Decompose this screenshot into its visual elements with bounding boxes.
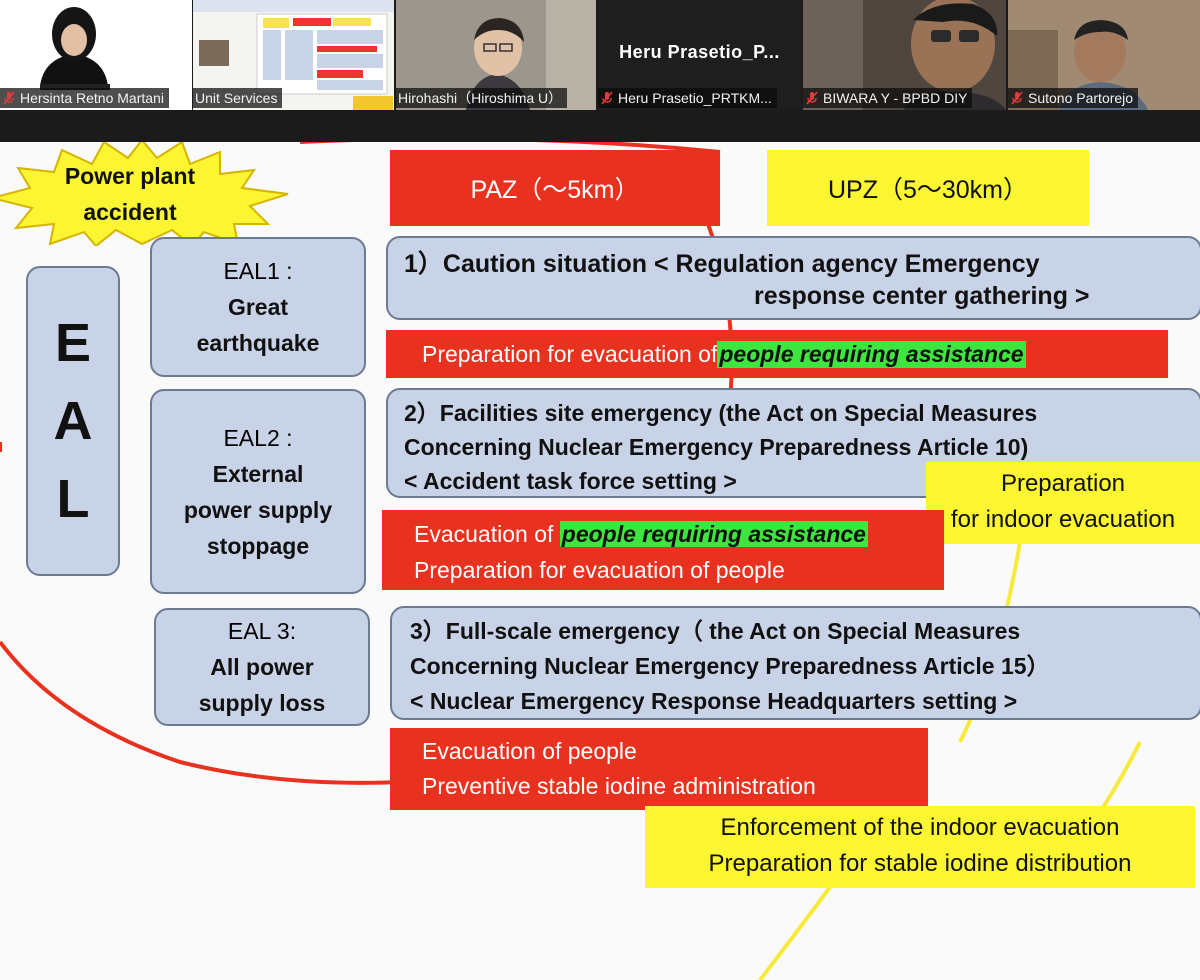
participant-tile[interactable]: Unit Services bbox=[193, 0, 394, 110]
participant-name-label: BIWARA Y - BPBD DIY bbox=[803, 88, 973, 108]
shared-screen-thumbnail bbox=[193, 0, 394, 110]
upz-action-1-box: Preparation for indoor evacuation bbox=[926, 462, 1200, 544]
eal1-box: EAL1 : Great earthquake bbox=[150, 237, 366, 377]
starburst-title: Power plant accident bbox=[64, 163, 196, 225]
mic-muted-icon bbox=[1011, 91, 1023, 105]
action-3-box: Evacuation of people Preventive stable i… bbox=[390, 728, 928, 810]
eal3-box: EAL 3: All power supply loss bbox=[154, 608, 370, 726]
participant-strip: Hersinta Retno Martani Unit Services bbox=[0, 0, 1200, 112]
accident-starburst bbox=[0, 142, 289, 246]
participant-name-label: Sutono Partorejo bbox=[1008, 88, 1139, 108]
shared-slide: Power plant accident PAZ（〜5km） UPZ（5〜30k… bbox=[0, 142, 1200, 980]
participant-tile[interactable]: Hirohashi（Hiroshima U） bbox=[396, 0, 596, 110]
upz-zone-header: UPZ（5〜30km） bbox=[767, 150, 1089, 226]
action-1-box: Preparation for evacuation of people req… bbox=[386, 330, 1168, 378]
upz-action-2-box: Enforcement of the indoor evacuation Pre… bbox=[645, 806, 1195, 888]
participant-name-label: Hersinta Retno Martani bbox=[0, 88, 169, 108]
participant-name-label: Unit Services bbox=[193, 88, 283, 108]
mic-muted-icon bbox=[806, 91, 818, 105]
mic-muted-icon bbox=[601, 91, 613, 105]
participant-tile[interactable]: Sutono Partorejo bbox=[1008, 0, 1200, 110]
paz-zone-header: PAZ（〜5km） bbox=[390, 150, 720, 226]
eal-vertical-label: E A L bbox=[26, 266, 120, 576]
mic-muted-icon bbox=[3, 91, 15, 105]
participant-tile[interactable]: BIWARA Y - BPBD DIY bbox=[803, 0, 1006, 110]
eal2-box: EAL2 : External power supply stoppage bbox=[150, 389, 366, 594]
participant-display-name: Heru Prasetio_P... bbox=[619, 42, 780, 62]
action-2-box: Evacuation of people requiring assistanc… bbox=[382, 510, 944, 590]
situation-3-box: 3）Full-scale emergency（ the Act on Speci… bbox=[390, 606, 1200, 720]
participant-name-label: Heru Prasetio_PRTKM... bbox=[598, 88, 777, 108]
situation-1-box: 1）Caution situation < Regulation agency … bbox=[386, 236, 1200, 320]
participant-tile[interactable]: Heru Prasetio_P... Heru Prasetio_PRTKM..… bbox=[598, 0, 801, 110]
participant-name-label: Hirohashi（Hiroshima U） bbox=[396, 88, 568, 108]
participant-tile[interactable]: Hersinta Retno Martani bbox=[0, 0, 192, 110]
